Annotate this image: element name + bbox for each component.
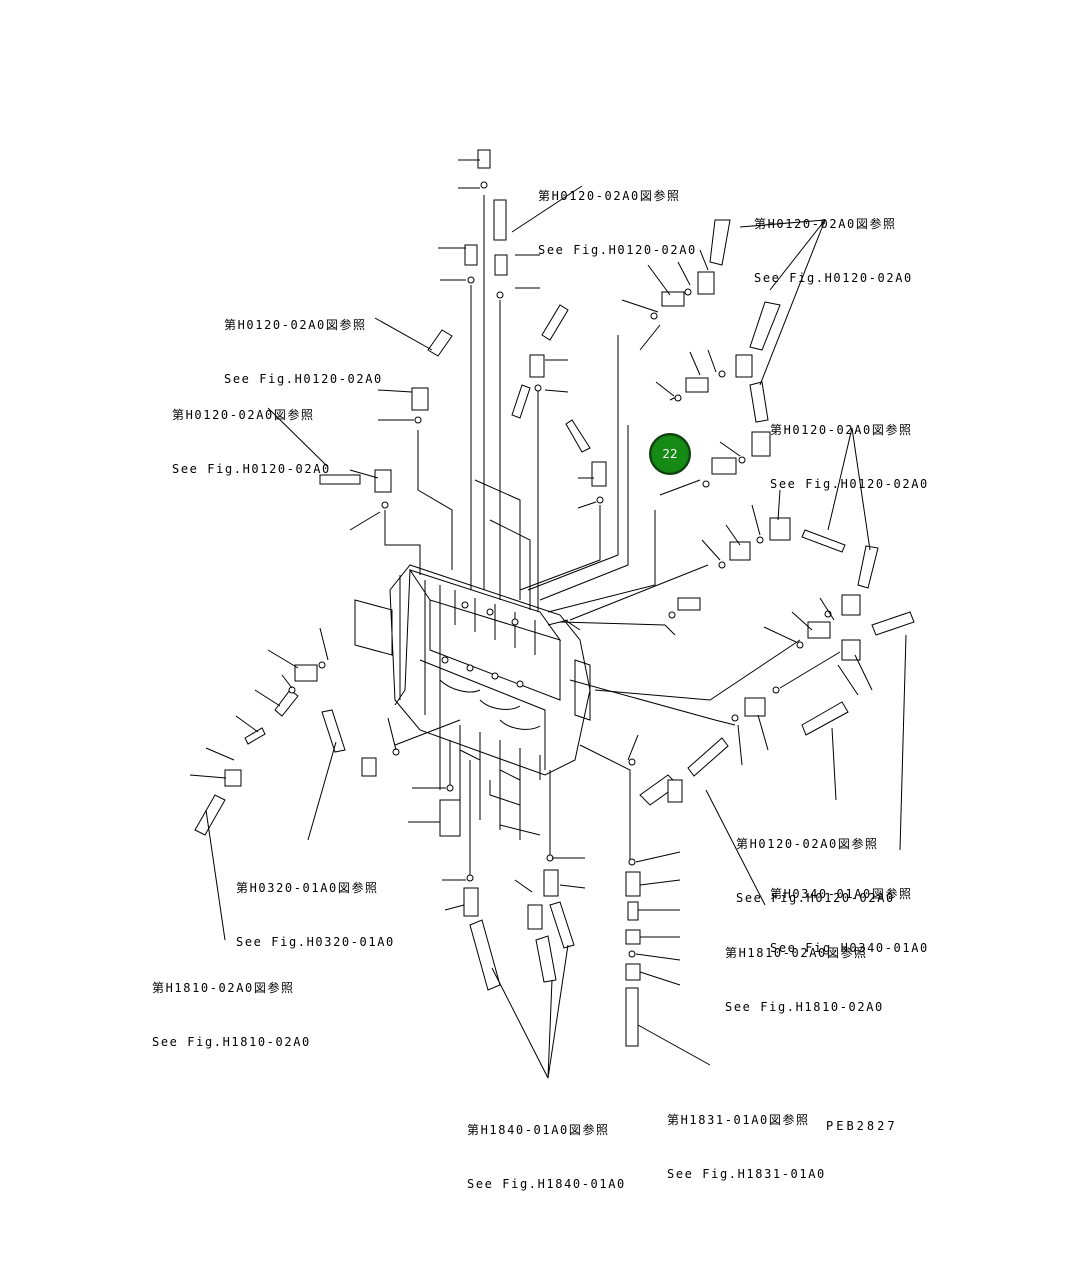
ref-en: See Fig.H0120-02A0	[538, 243, 697, 257]
control-valve-body	[354, 564, 591, 840]
ref-jp: 第H1831-01A0図参照	[667, 1113, 810, 1127]
ref-jp: 第H0120-02A0図参照	[172, 408, 315, 422]
ref-label-lower-right[interactable]: 第H0120-02A0図参照 See Fig.H0120-02A0	[736, 799, 895, 925]
ref-jp: 第H1810-02A0図参照	[725, 946, 868, 960]
ref-jp: 第H0120-02A0図参照	[770, 423, 913, 437]
ref-jp: 第H0120-02A0図参照	[754, 217, 897, 231]
ref-label-h1810-left[interactable]: 第H1810-02A0図参照 See Fig.H1810-02A0	[152, 943, 311, 1069]
ref-jp: 第H0340-01A0図参照	[770, 887, 913, 901]
ref-label-upper-left[interactable]: 第H0120-02A0図参照 See Fig.H0120-02A0	[224, 280, 383, 406]
ref-label-right[interactable]: 第H0120-02A0図参照 See Fig.H0120-02A0	[770, 385, 929, 511]
ref-en: See Fig.H0320-01A0	[236, 935, 395, 949]
ref-jp: 第H0120-02A0図参照	[736, 837, 879, 851]
ref-label-h0340[interactable]: 第H0340-01A0図参照 See Fig.H0340-01A0	[770, 849, 929, 975]
pilot-lines	[384, 195, 801, 880]
ref-en: See Fig.H0120-02A0	[172, 462, 331, 476]
ref-en: See Fig.H0120-02A0	[224, 372, 383, 386]
ref-jp: 第H0320-01A0図参照	[236, 881, 379, 895]
ref-label-h1831[interactable]: 第H1831-01A0図参照 See Fig.H1831-01A0	[667, 1075, 826, 1201]
ref-jp: 第H1810-02A0図参照	[152, 981, 295, 995]
ref-label-h0320[interactable]: 第H0320-01A0図参照 See Fig.H0320-01A0	[236, 843, 395, 969]
ref-en: See Fig.H0120-02A0	[736, 891, 895, 905]
fittings	[189, 149, 915, 1047]
ref-en: See Fig.H0120-02A0	[754, 271, 913, 285]
ref-en: See Fig.H1831-01A0	[667, 1167, 826, 1181]
ref-en: See Fig.H0120-02A0	[770, 477, 929, 491]
ref-jp: 第H1840-01A0図参照	[467, 1123, 610, 1137]
ref-label-h1810-right[interactable]: 第H1810-02A0図参照 See Fig.H1810-02A0	[725, 908, 884, 1034]
ref-en: See Fig.H0340-01A0	[770, 941, 929, 955]
ref-label-top-center[interactable]: 第H0120-02A0図参照 See Fig.H0120-02A0	[538, 151, 697, 277]
ref-en: See Fig.H1810-02A0	[725, 1000, 884, 1014]
ref-label-left[interactable]: 第H0120-02A0図参照 See Fig.H0120-02A0	[172, 370, 331, 496]
ref-jp: 第H0120-02A0図参照	[538, 189, 681, 203]
ref-en: See Fig.H1840-01A0	[467, 1177, 626, 1191]
reference-leaders	[205, 185, 907, 1079]
callout-badge-22[interactable]: 22	[649, 433, 691, 475]
ref-label-top-right[interactable]: 第H0120-02A0図参照 See Fig.H0120-02A0	[754, 179, 913, 305]
ref-label-h1840[interactable]: 第H1840-01A0図参照 See Fig.H1840-01A0	[467, 1085, 626, 1211]
drawing-code: PEB2827	[826, 1119, 898, 1133]
ref-en: See Fig.H1810-02A0	[152, 1035, 311, 1049]
ref-jp: 第H0120-02A0図参照	[224, 318, 367, 332]
